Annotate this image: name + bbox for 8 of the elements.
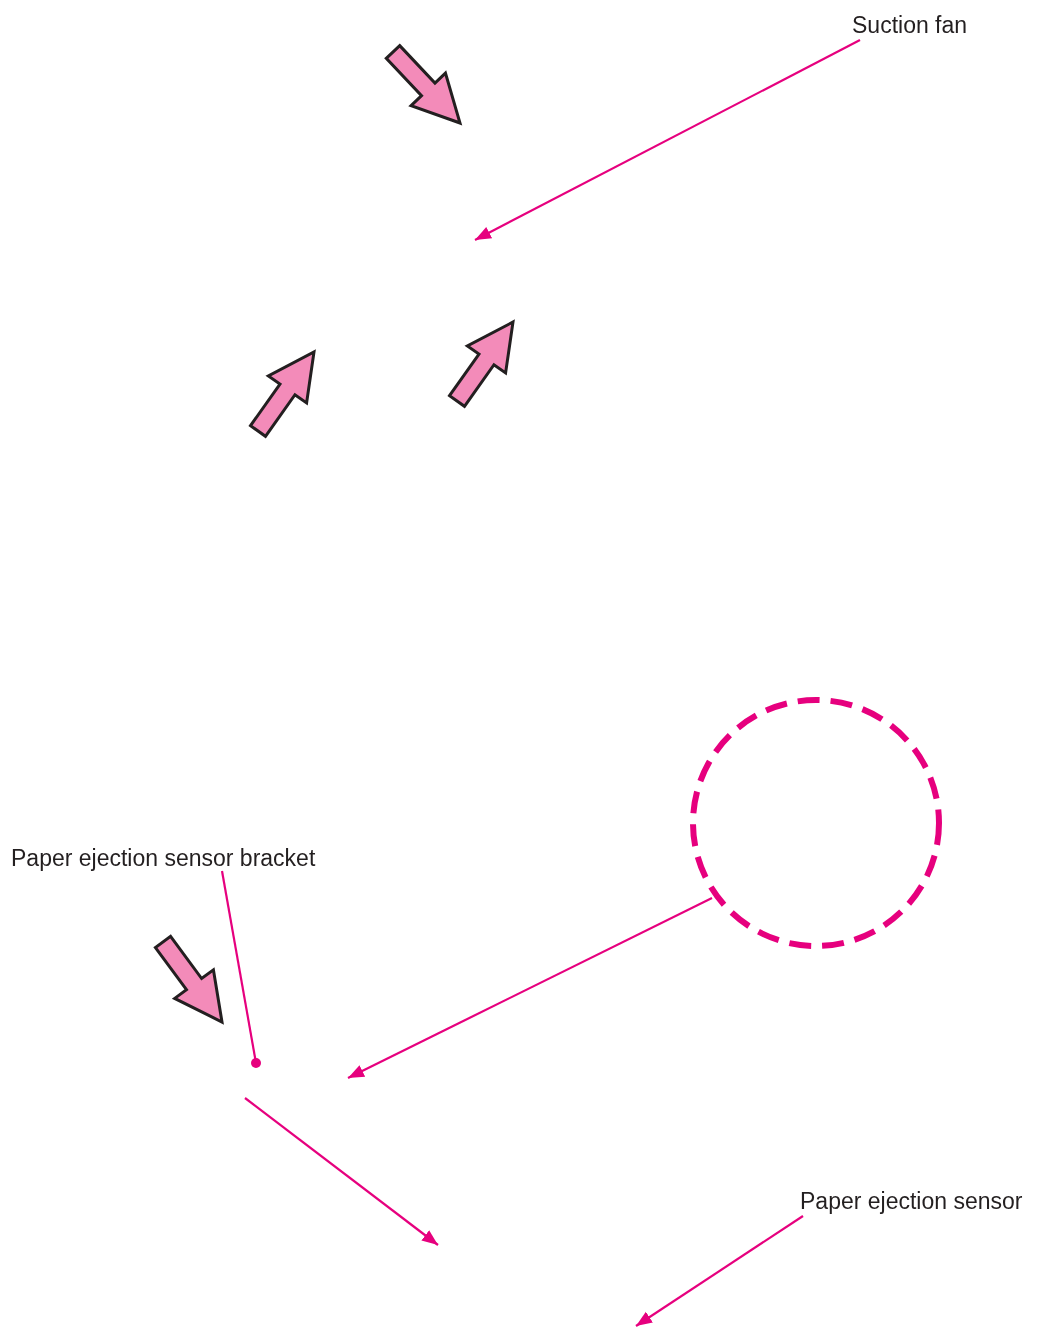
- leader-line: [474, 39, 861, 241]
- leader-line: [635, 1215, 804, 1327]
- part-label: Paper ejection sensor bracket: [11, 845, 316, 871]
- part-label: Paper ejection sensor: [800, 1188, 1023, 1214]
- part-label: Suction fan: [852, 12, 968, 38]
- leader-line: [220, 870, 261, 1068]
- leader-line: [347, 897, 713, 1079]
- detail-circle: [689, 696, 943, 950]
